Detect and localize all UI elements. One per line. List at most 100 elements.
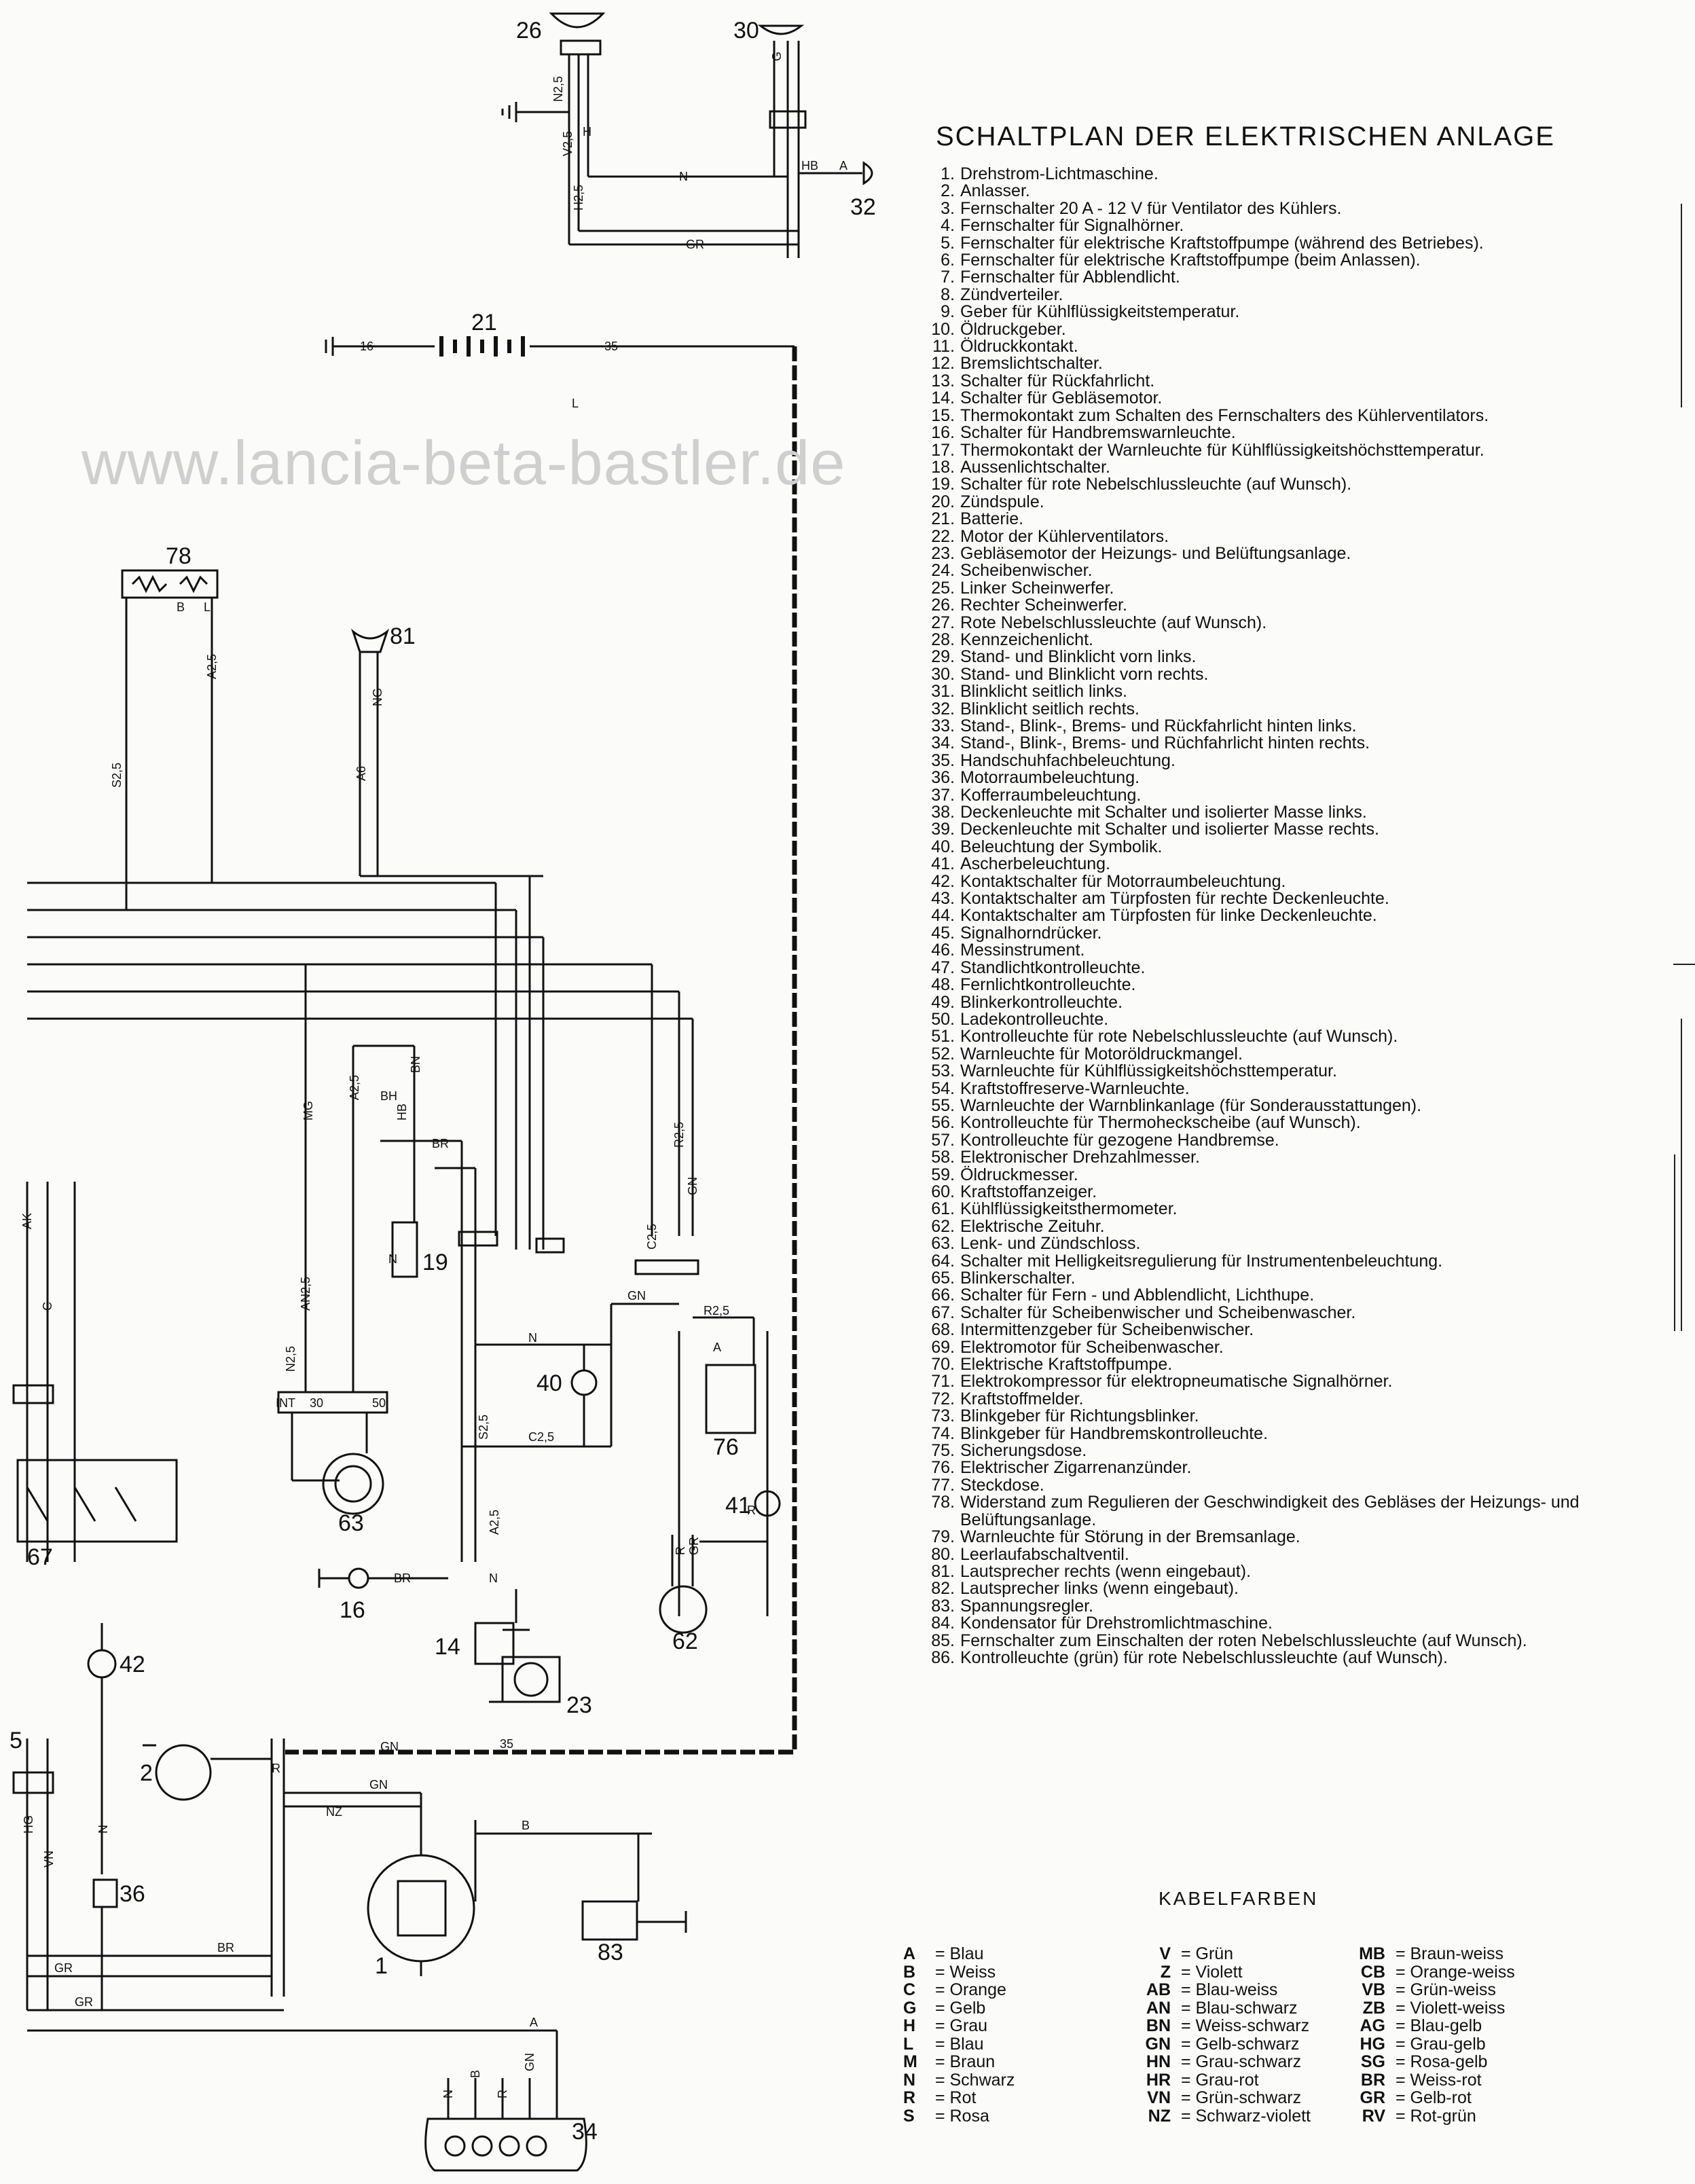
wire-label: C2,5	[645, 1224, 659, 1250]
legend-item-number: 38.	[931, 803, 955, 822]
wire-label: BR	[432, 1137, 449, 1150]
cable-color-name: Blau-schwarz	[1195, 1998, 1298, 2018]
wire-label: 35	[500, 1737, 513, 1751]
cable-color-entry: C = Orange	[903, 1981, 1015, 1999]
cigar-lighter-76-icon	[705, 1364, 757, 1434]
legend-item-number: 12.	[931, 354, 955, 374]
wire-label: 16	[360, 340, 373, 353]
legend-item: 9.Geber für Kühlflüssigkeitstemperatur.	[924, 303, 1596, 321]
legend-item-number: 4.	[941, 216, 955, 236]
legend-item-text: Steckdose.	[960, 1475, 1044, 1495]
cable-color-code: S	[903, 2106, 915, 2126]
cable-color-code: L	[903, 2034, 914, 2054]
battery-21-icon	[439, 336, 525, 357]
wire-label: MG	[302, 1101, 315, 1121]
legend-item-text: Lenk- und Zündschloss.	[960, 1234, 1141, 1254]
wire-label: GN	[627, 1289, 646, 1303]
legend-item-number: 51.	[931, 1027, 955, 1046]
cable-color-code: HR	[1146, 2070, 1171, 2090]
cable-color-code: H	[903, 2016, 916, 2035]
legend-item: 56.Kontrolleuchte für Thermoheckscheibe …	[924, 1114, 1596, 1131]
equals-sign: =	[930, 1998, 950, 2018]
legend-item: 83.Spannungsregler.	[924, 1596, 1596, 1616]
legend-item: 58.Elektronischer Drehzahlmesser.	[924, 1148, 1596, 1166]
component-number: 30	[733, 18, 759, 43]
legend-item-number: 57.	[931, 1130, 955, 1150]
legend-item-text: Thermokontakt zum Schalten des Fernschal…	[960, 405, 1489, 425]
wire-label: G	[770, 52, 784, 61]
legend-item: 63.Lenk- und Zündschloss.	[924, 1235, 1596, 1252]
legend-item-text: Kofferraumbeleuchtung.	[960, 785, 1142, 805]
legend-item-text: Warnleuchte der Warnblinkanlage (für Son…	[960, 1095, 1422, 1115]
cable-color-entry: ZB = Violett-weiss	[1336, 1999, 1515, 2018]
legend-item-text: Blinkerschalter.	[960, 1269, 1076, 1288]
legend-item-text: Spannungsregler.	[960, 1596, 1093, 1616]
legend-item: 79.Warnleuchte für Störung in der Bremsa…	[924, 1528, 1596, 1546]
legend-item-number: 13.	[931, 371, 955, 390]
legend-item: 43.Kontaktschalter am Türpfosten für rec…	[924, 890, 1596, 907]
connector	[769, 110, 807, 129]
cable-color-code: HG	[1360, 2034, 1386, 2054]
cable-color-code: N	[903, 2070, 916, 2090]
lamp-32-icon	[862, 161, 873, 185]
wire-label: NZ	[326, 1805, 342, 1819]
cable-color-entry: G = Gelb	[903, 1999, 1015, 2018]
wire-label: N	[679, 170, 688, 183]
legend-item-text: Kennzeichenlicht.	[960, 630, 1093, 649]
legend-item-text: Elektrokompressor für elektropneumatisch…	[960, 1372, 1393, 1391]
legend-item: 81.Lautsprecher rechts (wenn eingebaut).	[924, 1563, 1596, 1580]
legend-item-text: Rote Nebelschlussleuchte (auf Wunsch).	[960, 613, 1267, 632]
legend-item: 34.Stand-, Blink-, Brems- und Rüchfahrli…	[924, 733, 1596, 753]
legend-item: 27. Rote Nebelschlussleuchte (auf Wunsch)…	[924, 613, 1596, 632]
component-number: 67	[27, 1544, 53, 1570]
cable-color-code: CB	[1360, 1962, 1385, 1982]
wire-label: A	[713, 1341, 721, 1354]
legend-item-text: Kraftstoffanzeiger.	[960, 1182, 1097, 1201]
legend-item: 77.Steckdose.	[924, 1475, 1596, 1495]
wire-label: B	[469, 2070, 482, 2078]
legend-item: 41.Ascherbeleuchtung.	[924, 855, 1596, 873]
legend-item-text: Stand-, Blink-, Brems- und Rüchfahrlicht…	[960, 733, 1370, 753]
legend-item-number: 74.	[931, 1423, 955, 1443]
cable-color-entry: BR = Weiss-rot	[1336, 2071, 1515, 2090]
cable-color-name: Blau	[949, 2034, 984, 2054]
legend-item-number: 54.	[931, 1078, 955, 1098]
wire-label: GR	[75, 1995, 93, 2009]
wire-label: BH	[380, 1089, 397, 1103]
cable-color-name: Weiss-rot	[1410, 2070, 1482, 2090]
legend-item-number: 5.	[941, 233, 955, 253]
wire-label: HB	[395, 1104, 409, 1121]
component-number: 26	[516, 18, 542, 43]
legend-item-number: 43.	[931, 889, 955, 909]
legend-item: 85.Fernschalter zum Einschalten der rote…	[924, 1632, 1596, 1650]
legend-item: 48.Fernlichtkontrolleuchte.	[924, 976, 1596, 994]
legend-item-number: 82.	[931, 1579, 955, 1599]
component-number: 19	[422, 1250, 448, 1275]
equals-sign: =	[1391, 2070, 1410, 2090]
wiring-diagram: 26 30 32 21 78 81 19 40 76 41 63 67 16 1…	[10, 12, 876, 2172]
clock-62-icon	[659, 1585, 708, 1634]
legend-item-text: Aussenlichtschalter.	[960, 457, 1110, 477]
cable-color-code: SG	[1360, 2052, 1385, 2071]
legend-item: 50.Ladekontrolleuchte.	[924, 1011, 1596, 1028]
legend-item-text: Elektrische Kraftstoffpumpe.	[960, 1355, 1173, 1375]
legend-item-text: Kondensator für Drehstromlichtmaschine.	[960, 1614, 1273, 1633]
legend-item-number: 27.	[931, 613, 955, 632]
legend-item-text: Blinkgeber für Richtungsblinker.	[960, 1406, 1199, 1426]
cable-colors-title: KABELFARBEN	[1159, 1888, 1319, 1909]
legend-item: 7.Fernschalter für Abblendlicht.	[924, 269, 1596, 287]
legend-item-text: Stand-, Blink-, Brems- und Rückfahrlicht…	[960, 716, 1357, 735]
legend-item-number: 36.	[931, 768, 955, 788]
legend-item-text: Kontaktschalter am Türpfosten für rechte…	[960, 889, 1389, 909]
legend-item-number: 16.	[931, 423, 955, 443]
wire-label: N	[388, 1252, 397, 1266]
connector	[458, 1231, 498, 1247]
cable-color-code: NZ	[1148, 2106, 1171, 2126]
legend-item: 23.Gebläsemotor der Heizungs- und Belüft…	[924, 545, 1596, 562]
cable-color-entry: VN = Grün-schwarz	[1122, 2089, 1311, 2107]
wire-label: L	[572, 397, 579, 410]
legend-item: 29.Stand- und Blinklicht vorn links.	[924, 648, 1596, 666]
legend-item-text: Zündverteiler.	[960, 285, 1063, 304]
legend-item-text: Blinkgeber für Handbremskontrolleuchte.	[960, 1423, 1269, 1443]
legend-item: 62.Elektrische Zeituhr.	[924, 1218, 1596, 1235]
